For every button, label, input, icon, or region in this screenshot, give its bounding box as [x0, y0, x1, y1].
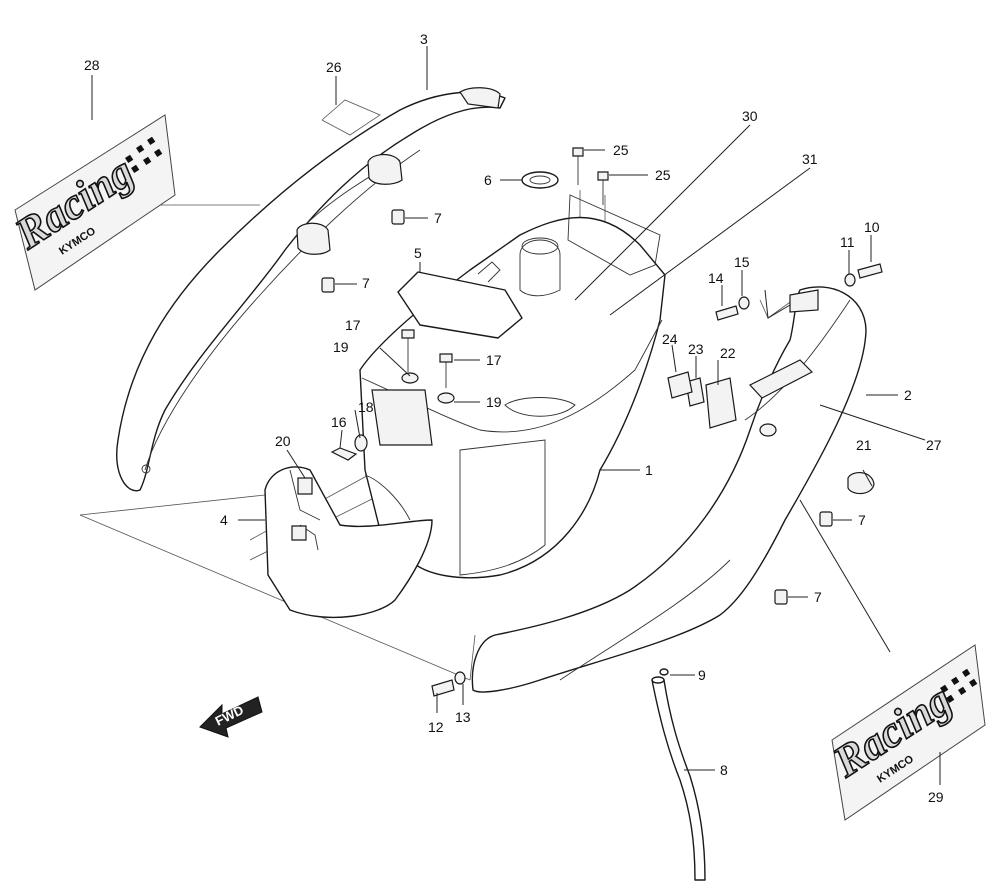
- callout-31: 31: [802, 151, 818, 167]
- callout-10: 10: [864, 219, 880, 235]
- callout-7c: 7: [858, 512, 866, 528]
- drain-hose: [651, 668, 706, 881]
- left-under-cover: [264, 466, 433, 619]
- leader-lines: [91, 46, 941, 785]
- forward-arrow: FWD: [199, 696, 263, 738]
- callout-16: 16: [331, 414, 347, 430]
- callout-21: 21: [856, 437, 872, 453]
- callout-20: 20: [275, 433, 291, 449]
- callout-12: 12: [428, 719, 444, 735]
- callout-19a: 19: [333, 339, 349, 355]
- callout-4: 4: [220, 512, 228, 528]
- callout-17b: 17: [486, 352, 502, 368]
- luggage-box: [359, 171, 666, 579]
- callout-29: 29: [928, 789, 944, 805]
- callout-8: 8: [720, 762, 728, 778]
- callout-19b: 19: [486, 394, 502, 410]
- callout-5: 5: [414, 245, 422, 261]
- callout-30: 30: [742, 108, 758, 124]
- callout-25b: 25: [655, 167, 671, 183]
- callout-14: 14: [708, 270, 724, 286]
- callout-26: 26: [326, 59, 342, 75]
- callout-23: 23: [688, 341, 704, 357]
- callout-11: 11: [840, 234, 855, 250]
- callout-7a: 7: [434, 210, 442, 226]
- callout-24: 24: [662, 331, 678, 347]
- callout-7b: 7: [362, 275, 370, 291]
- callout-7d: 7: [814, 589, 822, 605]
- callout-18: 18: [358, 399, 374, 415]
- right-side-cover: [471, 286, 867, 693]
- callout-25a: 25: [613, 142, 629, 158]
- callout-15: 15: [734, 254, 750, 270]
- racing-decal-top: Racing KYMCO: [5, 114, 176, 291]
- rear-top-cowl: [116, 87, 506, 492]
- callout-17a: 17: [345, 317, 361, 333]
- callout-2: 2: [904, 387, 912, 403]
- callout-13: 13: [455, 709, 471, 725]
- callout-22: 22: [720, 345, 736, 361]
- callout-27: 27: [926, 437, 942, 453]
- callout-3: 3: [420, 31, 428, 47]
- fasteners: [330, 147, 883, 697]
- callout-6: 6: [484, 172, 492, 188]
- clip-nut-group: [321, 209, 833, 605]
- callout-1: 1: [645, 462, 653, 478]
- racing-decal-bottom: Racing KYMCO: [823, 644, 986, 821]
- callout-9: 9: [698, 667, 706, 683]
- callout-28: 28: [84, 57, 100, 73]
- callout-labels: 3 28 26 30 31 6 25 25 7 7 5 17 19 17 19 …: [84, 31, 944, 805]
